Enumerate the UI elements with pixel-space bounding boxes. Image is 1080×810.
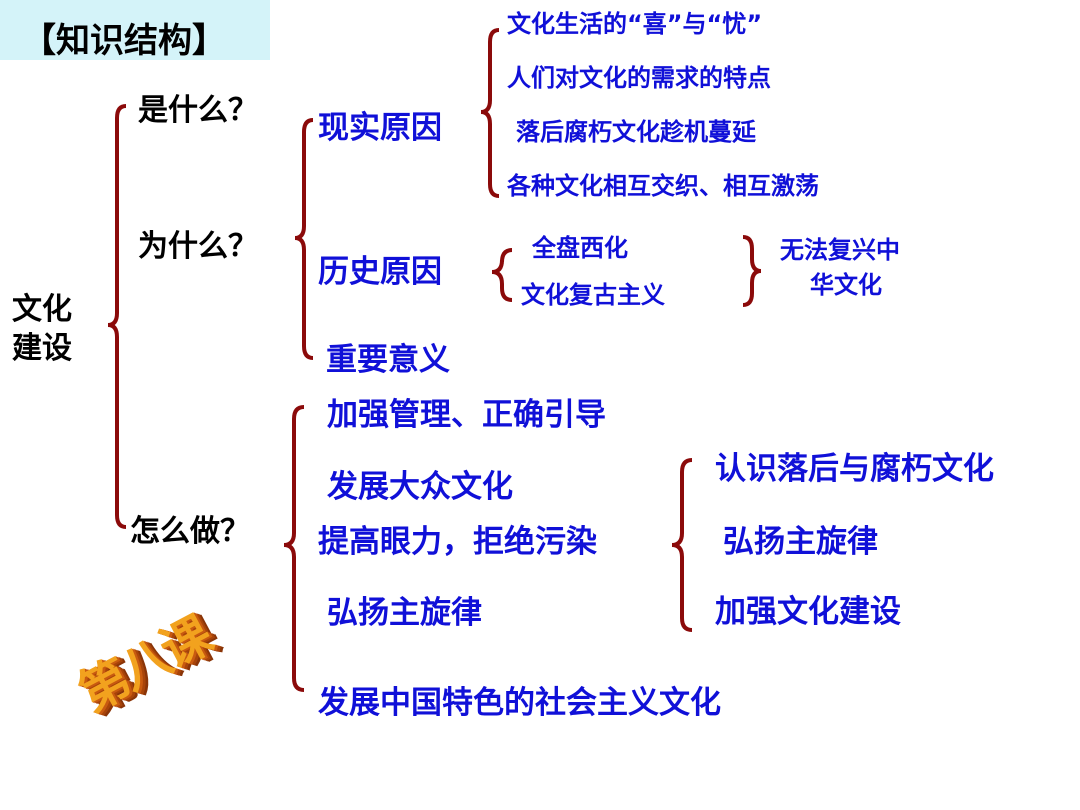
- historical-result: 无法复兴中: [780, 236, 900, 264]
- historical-brace: [491, 248, 513, 302]
- root-line-2: 建设: [12, 331, 72, 366]
- how-brace: [283, 405, 305, 692]
- historical-reason: 历史原因: [318, 254, 442, 290]
- realistic-brace: [480, 28, 500, 198]
- root-brace: [107, 104, 127, 529]
- historical-item: 全盘西化: [532, 234, 628, 262]
- question-how: 怎么做？: [130, 514, 250, 549]
- historical-result-brace: [742, 235, 762, 307]
- realistic-item: 各种文化相互交织、相互激荡: [507, 172, 819, 200]
- how-item: 提高眼力，拒绝污染: [318, 524, 597, 560]
- realistic-item: 人们对文化的需求的特点: [507, 64, 771, 92]
- how-sub-item: 弘扬主旋律: [723, 524, 878, 560]
- why-brace: [294, 118, 314, 360]
- how-sub-item: 认识落后与腐朽文化: [715, 451, 994, 487]
- question-what: 是什么？: [138, 93, 258, 128]
- how-item: 加强管理、正确引导: [327, 397, 606, 433]
- how-sub-item: 加强文化建设: [715, 594, 901, 630]
- historical-result: 华文化: [810, 271, 882, 299]
- how-item: 发展大众文化: [327, 469, 513, 505]
- realistic-item: 落后腐朽文化趁机蔓延: [516, 118, 756, 146]
- how-item: 发展中国特色的社会主义文化: [318, 685, 721, 721]
- historical-item: 文化复古主义: [521, 281, 665, 309]
- realistic-reason: 现实原因: [318, 110, 442, 146]
- question-why: 为什么？: [138, 229, 258, 264]
- root-line-1: 文化: [12, 292, 72, 327]
- slide-title-box: 【知识结构】: [0, 0, 270, 61]
- significance: 重要意义: [326, 342, 450, 378]
- how-item: 弘扬主旋律: [327, 595, 482, 631]
- realistic-item: 文化生活的“喜”与“忧”: [507, 10, 763, 38]
- how-sub-brace: [671, 458, 693, 632]
- slide-title: 【知识结构】: [22, 21, 226, 61]
